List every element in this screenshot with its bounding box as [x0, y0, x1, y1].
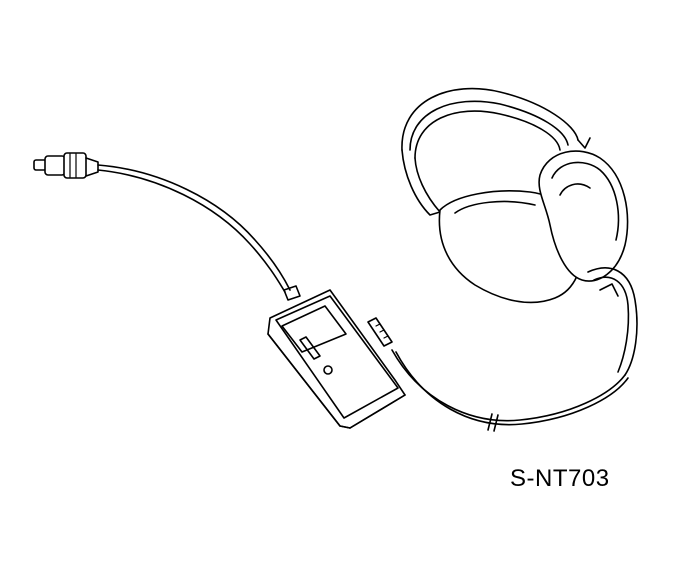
headphone-cable	[391, 349, 626, 422]
plug-cable	[97, 164, 291, 291]
figure-label: S-NT703	[510, 465, 610, 492]
control-unit	[267, 289, 406, 429]
headphones	[401, 87, 638, 376]
plug-connector	[33, 152, 99, 179]
